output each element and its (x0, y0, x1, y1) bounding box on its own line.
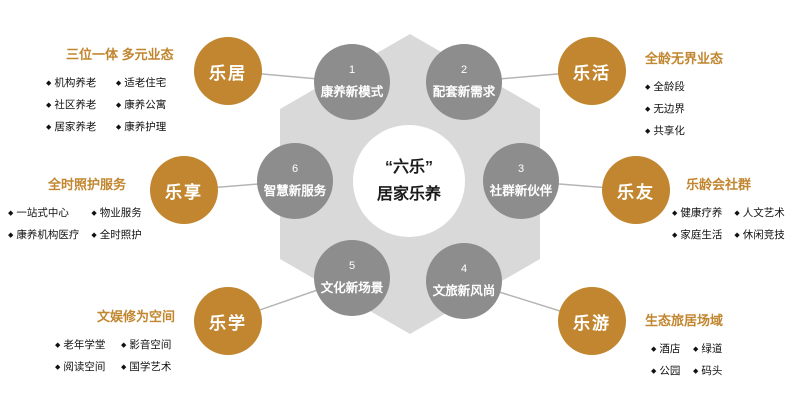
inner-node-4: 4 文旅新风尚 (426, 243, 502, 319)
outer-node-label: 乐友 (617, 182, 655, 202)
group-item: 康养护理 (116, 119, 174, 134)
inner-node-number: 6 (291, 163, 299, 176)
group-bottom-right: 生态旅居场域 酒店 绿道 公园 码头 (645, 310, 723, 378)
group-items: 全龄段 无边界 共享化 (645, 79, 723, 138)
group-title: 三位一体 多元业态 (66, 47, 174, 62)
group-item: 人文艺术 (734, 205, 785, 220)
group-item: 社区养老 (46, 97, 104, 112)
group-item: 居家养老 (46, 119, 104, 134)
inner-node-2: 2 配套新需求 (426, 44, 502, 120)
group-item: 共享化 (645, 123, 723, 138)
inner-node-label: 智慧新服务 (263, 183, 327, 198)
group-item: 国学艺术 (121, 359, 175, 374)
outer-node-top-left: 乐居 (194, 37, 262, 105)
inner-node-label: 文化新场景 (320, 280, 384, 295)
group-title: 乐龄会社群 (686, 177, 752, 192)
group-items: 一站式中心 物业服务 康养机构医疗 全时照护 (8, 205, 142, 242)
center-title: “六乐” (384, 158, 433, 176)
group-title: 全时照护服务 (48, 177, 127, 192)
inner-node-label: 社群新伙伴 (489, 183, 553, 198)
outer-node-label: 乐居 (209, 63, 247, 83)
group-item: 公园 (651, 363, 681, 378)
outer-node-left: 乐享 (150, 156, 218, 224)
outer-node-label: 乐游 (573, 313, 611, 333)
outer-node-bottom-left: 乐学 (194, 287, 262, 355)
group-item: 绿道 (693, 341, 723, 356)
inner-node-3: 3 社群新伙伴 (483, 143, 559, 219)
group-item: 全龄段 (645, 79, 723, 94)
group-item: 健康疗养 (672, 205, 722, 220)
group-top-left: 三位一体 多元业态 机构养老 适老住宅 社区养老 康养公寓 居家养老 康养护理 (46, 44, 174, 134)
group-item: 酒店 (651, 341, 681, 356)
group-item: 物业服务 (91, 205, 142, 220)
inner-node-1: 1 康养新模式 (314, 44, 390, 120)
group-title: 生态旅居场域 (645, 313, 724, 328)
outer-node-label: 乐享 (165, 182, 203, 202)
inner-node-number: 4 (460, 263, 468, 276)
inner-node-label: 康养新模式 (320, 84, 384, 99)
group-item: 影音空间 (121, 337, 175, 352)
group-items: 老年学堂 影音空间 阅读空间 国学艺术 (55, 337, 175, 374)
inner-node-number: 3 (517, 163, 525, 176)
inner-node-6: 6 智慧新服务 (257, 143, 333, 219)
group-item: 康养公寓 (116, 97, 174, 112)
group-left: 全时照护服务 一站式中心 物业服务 康养机构医疗 全时照护 (8, 174, 142, 242)
outer-node-label: 乐活 (573, 63, 611, 83)
group-bottom-left: 文娱修为空间 老年学堂 影音空间 阅读空间 国学艺术 (55, 306, 175, 374)
group-item: 适老住宅 (116, 75, 174, 90)
group-item: 老年学堂 (55, 337, 109, 352)
group-item: 阅读空间 (55, 359, 109, 374)
center-subtitle: 居家乐养 (376, 186, 441, 203)
inner-node-number: 1 (348, 64, 356, 77)
inner-node-5: 5 文化新场景 (314, 240, 390, 316)
group-item: 一站式中心 (8, 205, 79, 220)
inner-node-number: 5 (348, 260, 356, 273)
outer-node-label: 乐学 (209, 313, 247, 333)
outer-node-bottom-right: 乐游 (558, 287, 626, 355)
outer-node-right: 乐友 (602, 156, 670, 224)
group-items: 酒店 绿道 公园 码头 (651, 341, 723, 378)
group-top-right: 全龄无界业态 全龄段 无边界 共享化 (645, 48, 723, 138)
outer-node-top-right: 乐活 (558, 37, 626, 105)
group-right: 乐龄会社群 健康疗养 人文艺术 家庭生活 休闲竞技 (672, 174, 785, 242)
group-item: 康养机构医疗 (8, 227, 79, 242)
inner-node-number: 2 (460, 64, 468, 77)
group-item: 机构养老 (46, 75, 104, 90)
group-title: 文娱修为空间 (97, 309, 176, 324)
group-title: 全龄无界业态 (645, 51, 724, 66)
group-item: 无边界 (645, 101, 723, 116)
inner-node-label: 文旅新风尚 (432, 283, 496, 298)
group-items: 机构养老 适老住宅 社区养老 康养公寓 居家养老 康养护理 (46, 75, 174, 134)
group-item: 休闲竞技 (734, 227, 785, 242)
group-item: 码头 (693, 363, 723, 378)
group-item: 全时照护 (91, 227, 142, 242)
group-items: 健康疗养 人文艺术 家庭生活 休闲竞技 (672, 205, 785, 242)
center-node: “六乐” 居家乐养 (353, 125, 465, 237)
inner-node-label: 配套新需求 (432, 84, 496, 99)
group-item: 家庭生活 (672, 227, 722, 242)
